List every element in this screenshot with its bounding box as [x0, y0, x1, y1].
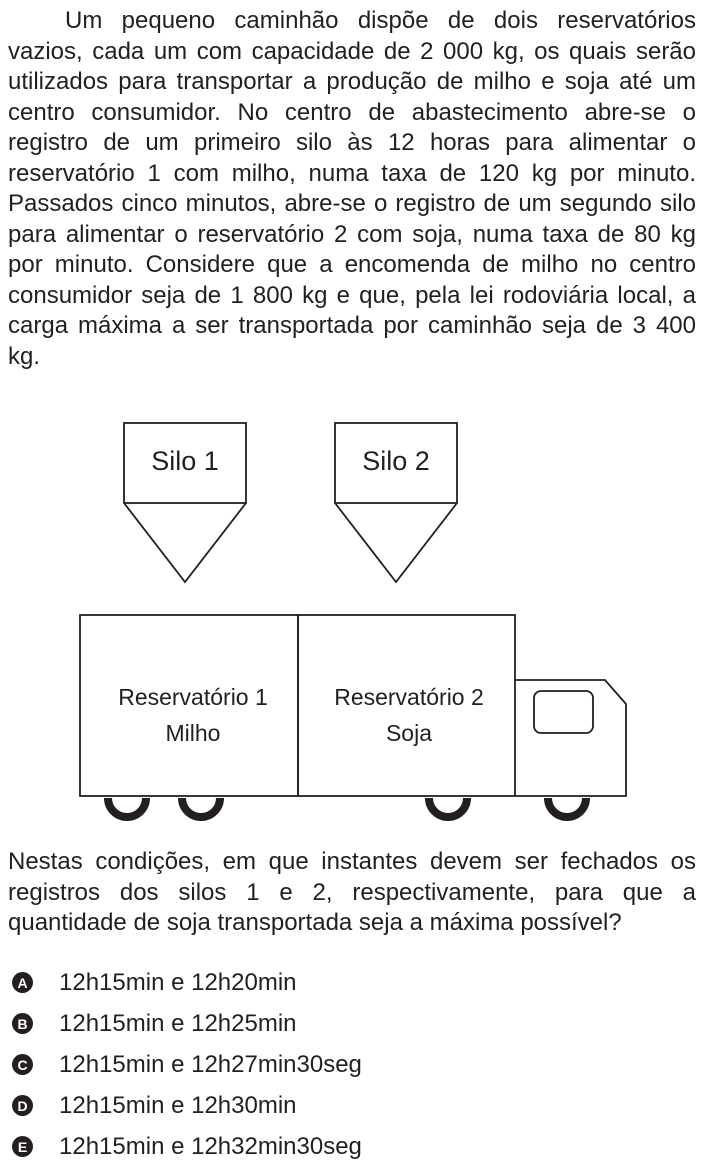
- option-letter-badge: E: [12, 1136, 33, 1157]
- option-letter-badge: B: [12, 1013, 33, 1034]
- option-letter-badge: C: [12, 1054, 33, 1075]
- option-text: 12h15min e 12h25min: [59, 1009, 297, 1037]
- option-text: 12h15min e 12h27min30seg: [59, 1050, 362, 1078]
- answer-options: A 12h15min e 12h20min B 12h15min e 12h25…: [12, 962, 362, 1167]
- reservoir-2-content: Soja: [386, 720, 432, 746]
- wheel: [544, 797, 590, 821]
- silo-2-label: Silo 2: [362, 446, 430, 476]
- truck-cab: [515, 679, 627, 797]
- reservoir-1-content: Milho: [166, 720, 221, 746]
- reservoir-1-box: [79, 614, 299, 797]
- wheel: [104, 797, 150, 821]
- option-c[interactable]: C 12h15min e 12h27min30seg: [12, 1044, 362, 1085]
- truck-wheels: [104, 797, 590, 821]
- reservoir-1-title: Reservatório 1: [118, 684, 268, 710]
- option-text: 12h15min e 12h32min30seg: [59, 1132, 362, 1160]
- truck: [79, 614, 627, 797]
- option-a[interactable]: A 12h15min e 12h20min: [12, 962, 362, 1003]
- option-e[interactable]: E 12h15min e 12h32min30seg: [12, 1126, 362, 1167]
- option-b[interactable]: B 12h15min e 12h25min: [12, 1003, 362, 1044]
- option-text: 12h15min e 12h30min: [59, 1091, 297, 1119]
- wheel: [425, 797, 471, 821]
- problem-statement: Um pequeno caminhão dispõe de dois reser…: [8, 7, 696, 370]
- option-d[interactable]: D 12h15min e 12h30min: [12, 1085, 362, 1126]
- silo-1-label: Silo 1: [151, 446, 219, 476]
- wheel: [178, 797, 224, 821]
- reservoir-2-title: Reservatório 2: [334, 684, 484, 710]
- cab-window: [533, 690, 594, 734]
- reservoir-2-box: [297, 614, 516, 797]
- silo-1: [123, 422, 247, 584]
- option-letter-badge: D: [12, 1095, 33, 1116]
- silo-2: [334, 422, 458, 584]
- option-text: 12h15min e 12h20min: [59, 968, 297, 996]
- option-letter-badge: A: [12, 972, 33, 993]
- question-text: Nestas condições, em que instantes devem…: [8, 848, 696, 936]
